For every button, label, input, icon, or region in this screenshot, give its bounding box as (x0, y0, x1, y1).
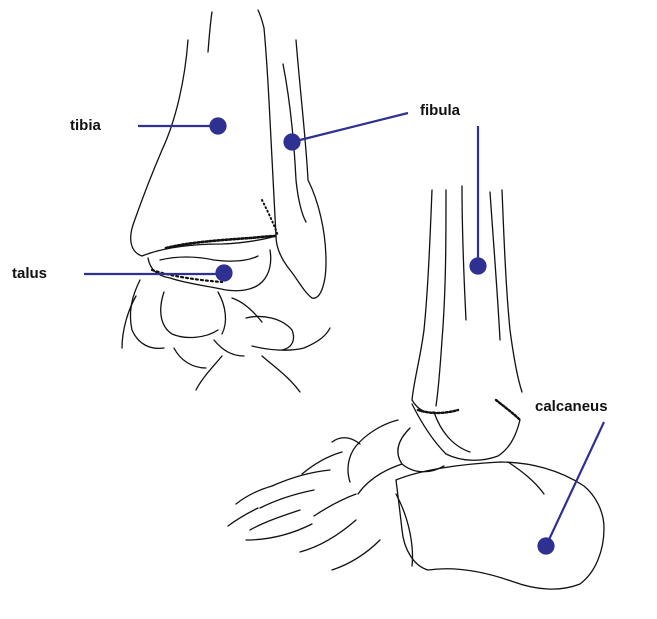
fibula-leader-line-front (292, 113, 408, 142)
talus-bone-front (148, 250, 271, 291)
talus-bone-side (398, 428, 444, 472)
fibula-bone-front (276, 40, 326, 298)
talus-label: talus (12, 266, 47, 281)
tibia-marker-dot (211, 119, 226, 134)
fibula-marker-dot-front (285, 135, 300, 150)
tibia-label: tibia (70, 118, 101, 133)
fibula-bone-side (412, 190, 434, 413)
tibia-bone (131, 28, 276, 256)
talus-marker-dot (217, 266, 232, 281)
calcaneus-marker-dot (539, 539, 554, 554)
fibula-label: fibula (420, 103, 460, 118)
leader-lines (84, 113, 604, 554)
calcaneus-label: calcaneus (535, 399, 608, 414)
calcaneus-bone (396, 462, 604, 589)
fibula-marker-dot-side (471, 259, 486, 274)
calcaneus-leader-line (546, 422, 604, 546)
side-view-drawing (228, 186, 604, 589)
front-view-drawing (122, 10, 330, 392)
